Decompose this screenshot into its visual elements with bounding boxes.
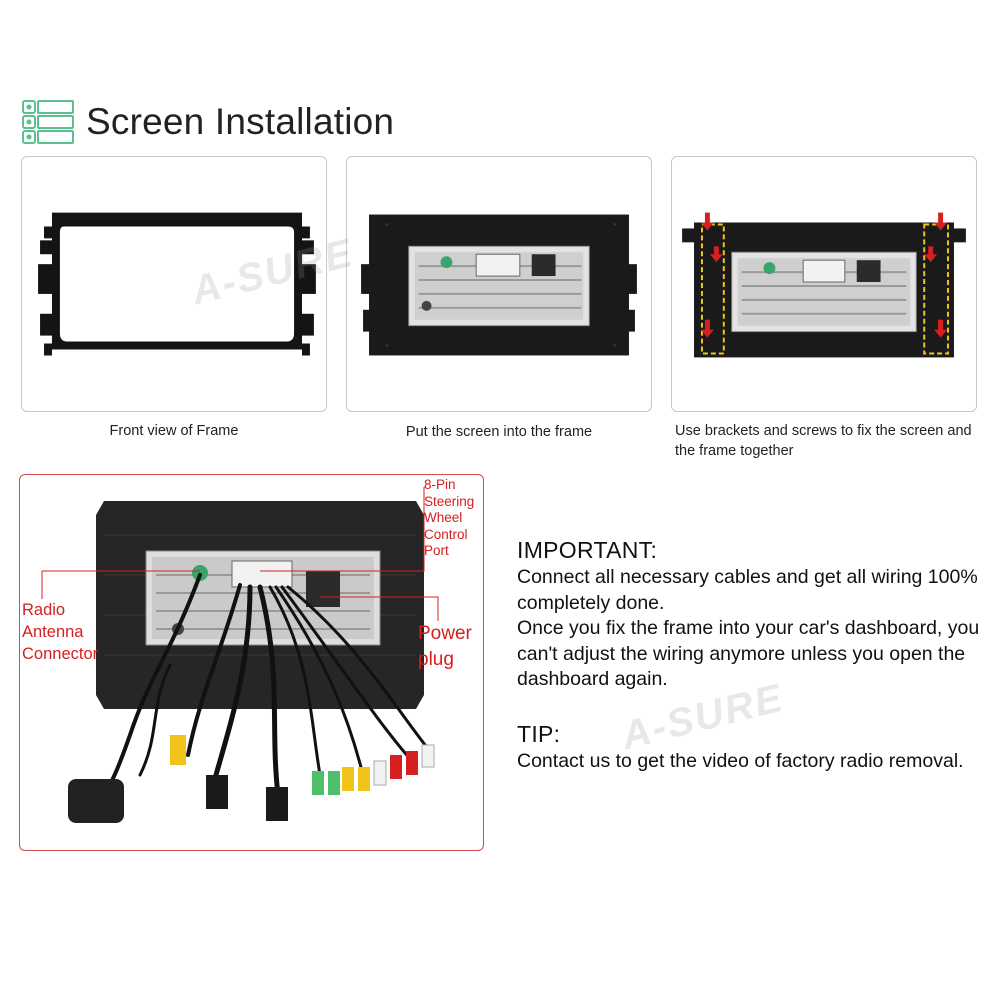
page-title: Screen Installation: [86, 101, 395, 142]
important-heading: IMPORTANT:: [517, 537, 658, 563]
important-text-1: Connect all necessary cables and get all…: [517, 566, 978, 614]
label-radio-antenna: Radio Antenna Connector: [22, 601, 99, 663]
label-power-plug: Power plug: [418, 623, 472, 670]
frame-front-view-image: [21, 156, 327, 412]
wiring-diagram-image: 8-Pin Steering Wheel Control Port Radio …: [19, 474, 484, 851]
list-icon: [22, 100, 74, 144]
caption-screen-into-frame: Put the screen into the frame: [405, 424, 593, 440]
section-header: Screen Installation: [22, 98, 394, 146]
caption-frame-front: Front view of Frame: [109, 423, 239, 439]
brackets-screws-image: [671, 156, 977, 412]
caption-brackets-screws: Use brackets and screws to fix the scree…: [675, 423, 972, 459]
label-steering-wheel-port: 8-Pin Steering Wheel Control Port: [424, 477, 475, 558]
tip-text: Contact us to get the video of factory r…: [517, 749, 964, 772]
screen-in-frame-image: [346, 156, 652, 412]
notes-section: IMPORTANT: Connect all necessary cables …: [517, 535, 987, 775]
tip-heading: TIP:: [517, 720, 561, 747]
important-text-2: Once you fix the frame into your car's d…: [517, 617, 980, 691]
